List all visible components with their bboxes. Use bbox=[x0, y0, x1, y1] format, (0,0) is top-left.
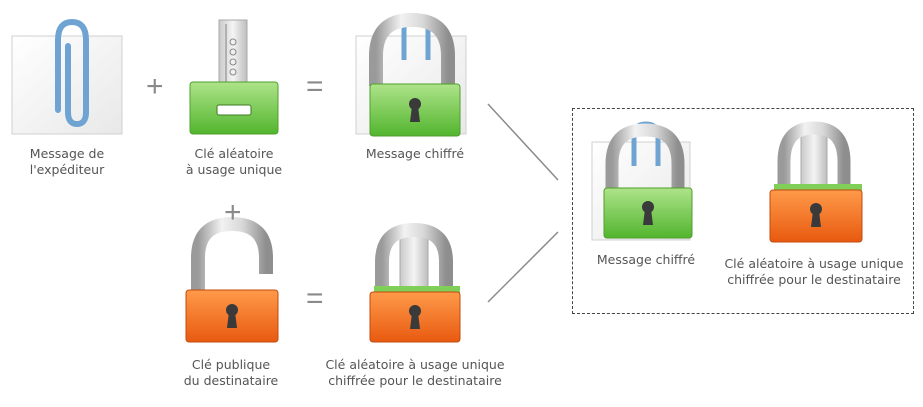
bundle-key-label: Clé aléatoire à usage unique chiffrée po… bbox=[724, 256, 904, 287]
encrypted-message-label: Message chiffré bbox=[365, 146, 465, 161]
connector-line-bottom bbox=[487, 231, 559, 303]
public-key-lock-icon bbox=[185, 216, 279, 343]
equals-operator: = bbox=[306, 70, 324, 103]
bundle-message-icon bbox=[591, 121, 693, 241]
bundle-key-icon bbox=[769, 121, 863, 243]
session-key-label: Clé aléatoire à usage unique bbox=[185, 146, 283, 177]
message-icon bbox=[11, 18, 123, 135]
encrypted-message-icon bbox=[355, 12, 467, 137]
plus-operator: + bbox=[224, 196, 242, 229]
encrypted-bundle-box bbox=[572, 108, 914, 314]
paperclip-icon bbox=[55, 18, 89, 128]
sender-message-label: Message de l'expéditeur bbox=[29, 146, 105, 177]
encrypted-key-label: Clé aléatoire à usage unique chiffrée po… bbox=[325, 357, 505, 388]
encrypted-key-icon bbox=[369, 222, 461, 343]
connector-line-top bbox=[487, 103, 559, 181]
session-key-icon bbox=[189, 19, 279, 135]
plus-operator: + bbox=[146, 70, 164, 103]
public-key-label: Clé publique du destinataire bbox=[183, 357, 279, 388]
equals-operator: = bbox=[306, 282, 324, 315]
bundle-message-label: Message chiffré bbox=[596, 252, 696, 267]
